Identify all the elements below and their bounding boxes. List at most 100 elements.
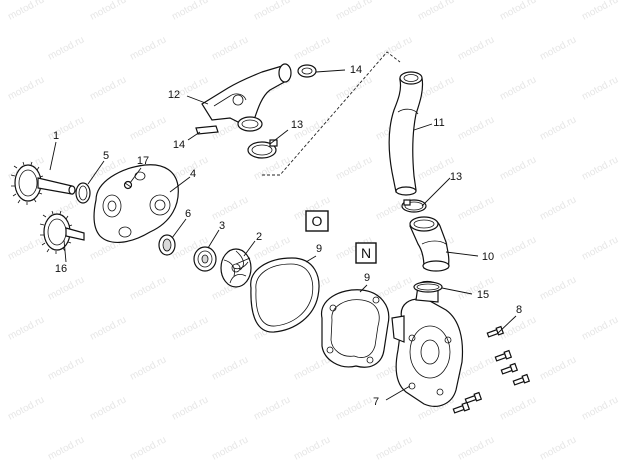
watermark-text: motod.ru [334, 0, 374, 23]
watermark-text: motod.ru [416, 0, 456, 23]
o-ring-part [75, 182, 91, 204]
watermark-text: motod.ru [456, 34, 496, 62]
hose-clamp-lower-part [401, 199, 427, 213]
watermark-text: motod.ru [456, 434, 496, 462]
watermark-text: motod.ru [210, 34, 250, 62]
watermark-text: motod.ru [498, 314, 538, 342]
watermark-text: motod.ru [334, 154, 374, 182]
watermark-text: motod.ru [538, 114, 578, 142]
watermark-text: motod.ru [88, 314, 128, 342]
clamp-part [413, 281, 443, 293]
watermark-text: motod.ru [538, 434, 578, 462]
watermark-text: motod.ru [374, 34, 414, 62]
callout-3: 3 [219, 220, 225, 232]
leader-lines [49, 69, 517, 401]
gasket-old-part [250, 257, 320, 333]
callout-labels: 1 2 3 4 5 6 7 8 9 9 10 11 12 13 13 14 14… [53, 64, 522, 408]
watermark-text: motod.ru [498, 234, 538, 262]
watermark-text: motod.ru [580, 0, 620, 23]
watermark-text: motod.ru [128, 34, 168, 62]
watermark-text: motod.ru [6, 74, 46, 102]
seal-part [158, 234, 176, 256]
hose-clamp-upper-part [247, 139, 278, 159]
callout-12: 12 [168, 89, 180, 101]
watermark-text: motod.ru [252, 0, 292, 23]
watermark-text: motod.ru [128, 274, 168, 302]
watermark-text: motod.ru [580, 314, 620, 342]
watermark-text: motod.ru [580, 74, 620, 102]
watermark-text: motod.ru [128, 354, 168, 382]
watermark-text: motod.ru [128, 114, 168, 142]
callout-2: 2 [256, 231, 262, 243]
impeller-part [220, 248, 252, 288]
callout-1: 1 [53, 130, 59, 142]
watermark-text: motod.ru [580, 154, 620, 182]
screw-part [123, 180, 133, 190]
clip-lower-part [195, 125, 219, 135]
watermark-text: motod.ru [498, 154, 538, 182]
pump-housing-part [391, 280, 464, 407]
watermark-text: motod.ru [170, 394, 210, 422]
variant-box-old: O [305, 210, 329, 232]
watermark-text: motod.ru [46, 434, 86, 462]
callout-5: 5 [103, 150, 109, 162]
watermark-text: motod.ru [170, 314, 210, 342]
watermark-text: motod.ru [292, 34, 332, 62]
bearing-part [193, 246, 217, 272]
upper-hose-part [388, 71, 424, 196]
watermark-text: motod.ru [170, 0, 210, 23]
callout-4: 4 [190, 168, 196, 180]
watermark-text: motod.ru [210, 434, 250, 462]
callout-15: 15 [477, 289, 489, 301]
watermark-text: motod.ru [210, 354, 250, 382]
watermark-text: motod.ru [88, 0, 128, 23]
watermark-text: motod.ru [498, 394, 538, 422]
watermark-text: motod.ru [334, 74, 374, 102]
watermark-text: motod.ru [210, 194, 250, 222]
watermark-text: motod.ru [46, 354, 86, 382]
watermark-text: motod.ru [538, 354, 578, 382]
callout-14-upper: 14 [350, 64, 362, 76]
watermark-text: motod.ru [6, 0, 46, 23]
watermark-text: motod.ru [252, 154, 292, 182]
callout-8: 8 [516, 304, 522, 316]
watermark-text: motod.ru [374, 434, 414, 462]
watermark-text: motod.ru [128, 434, 168, 462]
watermark-text: motod.ru [46, 34, 86, 62]
watermark-text: motod.ru [498, 0, 538, 23]
callout-6: 6 [185, 208, 191, 220]
gasket-new-part [320, 289, 390, 368]
bolt-parts [452, 325, 531, 414]
watermark-text: motod.ru [538, 194, 578, 222]
variant-label-new: N [361, 245, 371, 261]
callout-11: 11 [433, 117, 444, 129]
watermark-text: motod.ru [538, 274, 578, 302]
watermark-text: motod.ru [498, 74, 538, 102]
callout-9-old: 9 [316, 243, 322, 255]
thermostat-housing-part [201, 63, 292, 132]
callout-7: 7 [373, 396, 379, 408]
callout-9-new: 9 [364, 272, 370, 284]
watermark-text: motod.ru [88, 394, 128, 422]
elbow-hose-part [409, 216, 450, 272]
variant-box-new: N [355, 242, 377, 264]
clip-upper-part [297, 64, 317, 78]
callout-17: 17 [137, 155, 149, 167]
watermark-text: motod.ru [538, 34, 578, 62]
pump-cover-part [93, 164, 179, 243]
callout-13-lower: 13 [450, 171, 462, 183]
watermark-text: motod.ru [6, 394, 46, 422]
watermark-text: motod.ru [456, 114, 496, 142]
callout-16: 16 [55, 263, 67, 275]
gear-part [39, 210, 85, 254]
watermark-text: motod.ru [334, 394, 374, 422]
watermark-text: motod.ru [88, 74, 128, 102]
watermark-text: motod.ru [580, 394, 620, 422]
watermark-text: motod.ru [456, 194, 496, 222]
callout-14-lower: 14 [173, 139, 185, 151]
watermark-text: motod.ru [6, 234, 46, 262]
variant-label-old: O [312, 213, 323, 229]
watermark-text: motod.ru [292, 354, 332, 382]
